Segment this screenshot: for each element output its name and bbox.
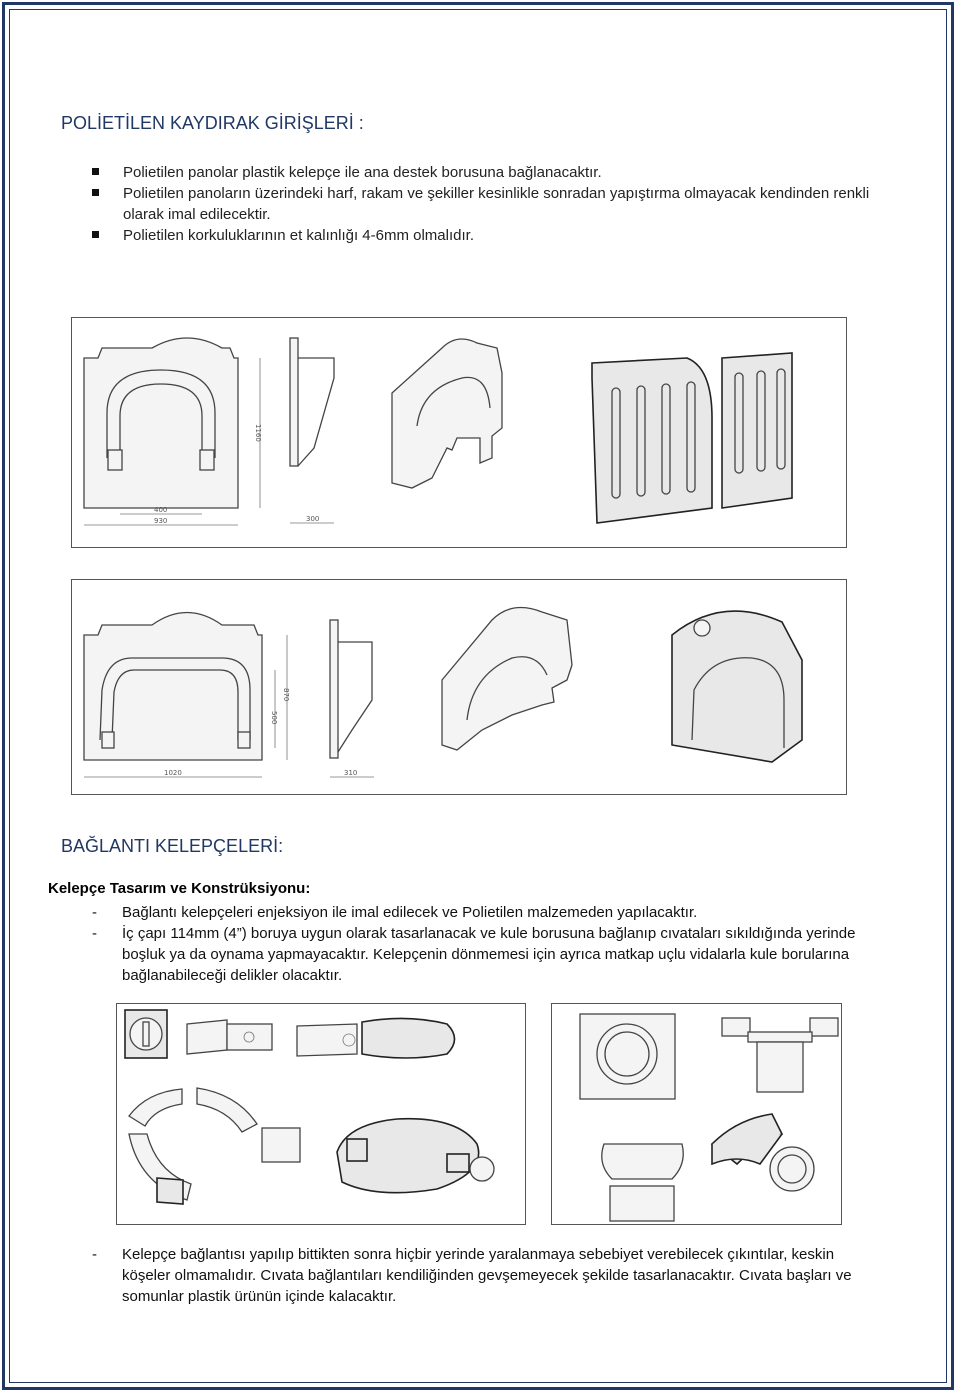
dimension-label: 1020 (164, 769, 182, 777)
dimension-label: 500 (270, 711, 278, 724)
bullet-item: Polietilen panolar plastik kelepçe ile a… (92, 162, 872, 183)
requirements-list: -Bağlantı kelepçeleri enjeksiyon ile ima… (92, 902, 882, 986)
clamp-drawing-figure-left (116, 1003, 526, 1225)
dimension-label: 310 (344, 769, 357, 777)
list-item: -Bağlantı kelepçeleri enjeksiyon ile ima… (92, 904, 698, 921)
dimension-label: 400 (154, 506, 167, 514)
square-bullet-icon (92, 231, 99, 238)
dimension-label: 300 (306, 515, 319, 523)
bullet-item: Polietilen panoların üzerindeki harf, ra… (92, 183, 872, 225)
page-border-inner (9, 9, 947, 1383)
section-title-clamps: BAĞLANTI KELEPÇELERİ: (61, 836, 284, 856)
panel-drawing-figure-1: 400 930 1160 300 (71, 317, 847, 548)
dimension-label: 930 (154, 517, 167, 525)
section-title-slide-entries: POLİETİLEN KAYDIRAK GİRİŞLERİ : (61, 113, 364, 133)
section-subtitle: Kelepçe Tasarım ve Konstrüksiyonu: (48, 880, 311, 897)
square-bullet-icon (92, 189, 99, 196)
list-item: -Kelepçe bağlantısı yapılıp bittikten so… (92, 1246, 852, 1305)
square-bullet-icon (92, 168, 99, 175)
bullet-item: Polietilen korkuluklarının et kalınlığı … (92, 225, 872, 246)
dimension-label: 1160 (254, 424, 262, 442)
bullet-list: Polietilen panolar plastik kelepçe ile a… (92, 162, 872, 246)
panel-drawing-figure-2: 1020 500 870 310 (71, 579, 847, 795)
dimension-label: 870 (282, 688, 290, 701)
final-requirements-list: -Kelepçe bağlantısı yapılıp bittikten so… (92, 1244, 882, 1307)
list-item: -İç çapı 114mm (4”) boruya uygun olarak … (92, 925, 856, 984)
clamp-drawing-figure-right (551, 1003, 842, 1225)
